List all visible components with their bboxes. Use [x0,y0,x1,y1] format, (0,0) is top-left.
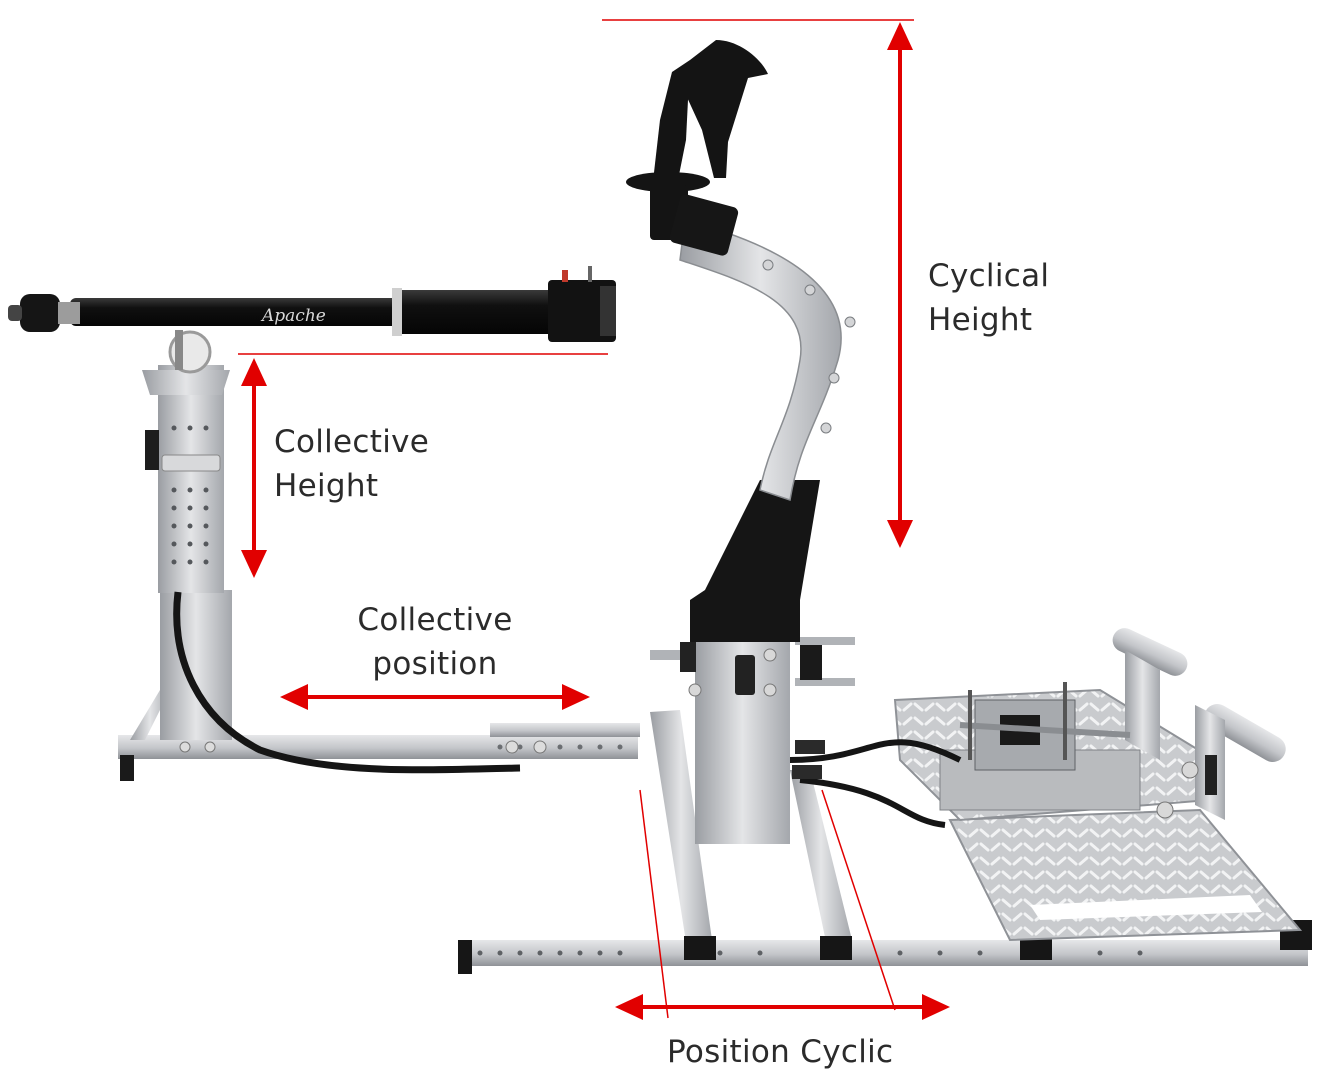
collective-assembly: Apache [8,266,640,781]
collective-end-knob [20,294,60,332]
collective-position-arrowhead-right [562,684,590,710]
position-cyclic-label: Position Cyclic [667,1030,893,1074]
pedal-floor-plate [948,808,1303,942]
collective-foot-cap [120,755,134,781]
collective-height-arrowhead-bottom [241,550,267,578]
collective-cable [173,591,521,774]
collective-position-label: Collective position [330,598,540,686]
cyclic-frame [458,40,1312,974]
collective-height-arrowhead-top [241,358,267,386]
cyclic-arm [679,219,842,501]
pedal-bar-left [1112,628,1188,676]
collective-lever-tube [70,298,400,326]
position-cyclic-guide-right [821,789,896,1011]
floor-rail-left [650,710,712,942]
collective-height-label-line1: Collective [274,424,430,460]
cyclical-height-label: Cyclical Height [928,254,1049,342]
cyclical-height-arrowhead-bottom [887,520,913,548]
position-cyclic-arrowhead-left [615,994,643,1020]
floor-rail-mid [790,770,852,942]
cyclical-height-label-line1: Cyclical [928,258,1050,294]
pedal-bar-right [1204,704,1286,762]
position-cyclic-arrowhead-right [922,994,950,1020]
collective-position-label-line2: position [372,646,498,682]
cyclic-grip [680,40,768,178]
collective-height-label-line2: Height [274,468,379,504]
position-cyclic-guide-left [639,789,669,1019]
measurement-annotations [238,19,950,1020]
collective-height-label: Collective Height [274,420,429,508]
collective-position-label-line1: Collective [357,602,513,638]
collective-upper-column [158,365,224,593]
bottom-rail [458,940,1308,966]
position-cyclic-label-text: Position Cyclic [667,1034,894,1070]
cyclical-height-arrowhead-top [887,22,913,50]
collective-lower-column [160,590,232,740]
collective-position-arrowhead-left [280,684,308,710]
apache-logo: Apache [260,306,326,326]
cyclic-rubber-boot [690,480,820,642]
cyclical-height-label-line2: Height [928,302,1033,338]
